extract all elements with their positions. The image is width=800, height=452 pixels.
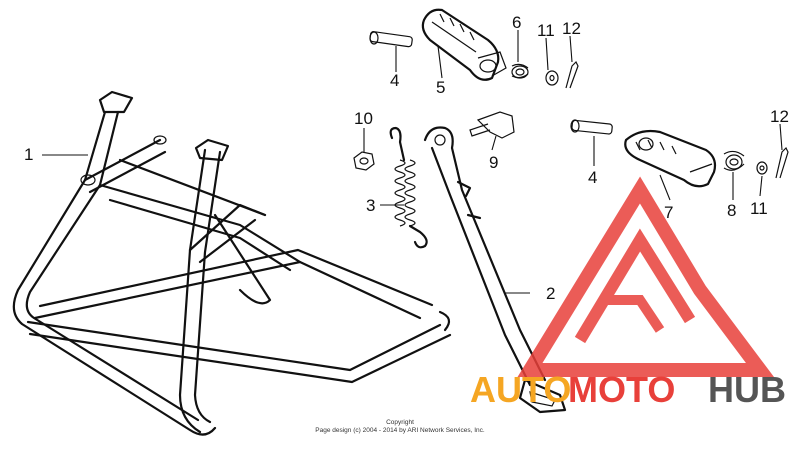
callout-2: 2 xyxy=(546,284,555,303)
pin-upper xyxy=(369,31,413,48)
spring-small-upper xyxy=(511,63,529,79)
callout-4-lower: 4 xyxy=(588,168,597,187)
washer-lower xyxy=(756,161,768,175)
footpeg-lower xyxy=(624,129,717,188)
callout-3: 3 xyxy=(366,196,375,215)
cotter-pin-lower xyxy=(775,146,789,179)
leader-lines xyxy=(42,30,783,294)
callout-6: 6 xyxy=(512,13,521,32)
watermark-text: AUTO MOTO HUB xyxy=(470,369,786,410)
callout-9: 9 xyxy=(489,153,498,172)
callout-12-lower: 12 xyxy=(770,107,789,126)
copyright-line-2: Page design (c) 2004 - 2014 by ARI Netwo… xyxy=(315,427,485,434)
callout-4-upper: 4 xyxy=(390,71,399,90)
watermark-word-hub: HUB xyxy=(708,369,786,410)
callout-12-upper: 12 xyxy=(562,19,581,38)
cotter-pin-upper xyxy=(565,60,579,89)
callout-11-upper: 11 xyxy=(537,21,555,40)
watermark-logo xyxy=(517,176,774,377)
callout-10: 10 xyxy=(354,109,373,128)
side-stand xyxy=(423,126,567,414)
footpeg-upper xyxy=(421,8,507,81)
callout-11-lower: 11 xyxy=(750,199,768,218)
nut xyxy=(353,151,375,171)
stand-frame xyxy=(12,90,452,436)
spring xyxy=(389,126,428,249)
bolt xyxy=(469,111,515,139)
watermark-word-moto: MOTO xyxy=(568,369,675,410)
spring-small-lower xyxy=(723,150,745,171)
copyright-line-1: Copyright xyxy=(386,419,414,426)
callout-1: 1 xyxy=(24,145,33,164)
washer-upper xyxy=(545,70,559,86)
callout-5: 5 xyxy=(436,78,445,97)
callout-8: 8 xyxy=(727,201,736,220)
callout-7: 7 xyxy=(664,203,673,222)
watermark-word-auto: AUTO xyxy=(470,369,571,410)
pin-lower xyxy=(570,119,613,135)
